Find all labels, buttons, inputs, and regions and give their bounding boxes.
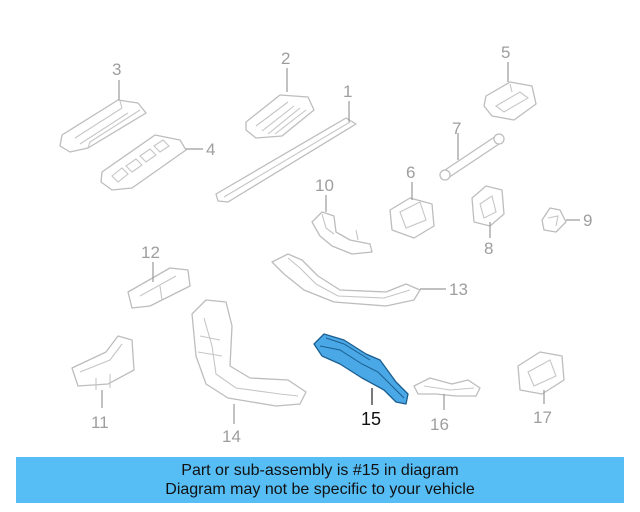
- part-10-duct-connector: [311, 211, 373, 255]
- callout-9: 9: [583, 211, 592, 230]
- part-6-small-vent: [389, 197, 435, 239]
- disclaimer-banner: Part or sub-assembly is #15 in diagram D…: [16, 457, 624, 503]
- callout-3: 3: [112, 60, 121, 79]
- part-7-tube: [439, 133, 505, 181]
- part-17-module: [517, 351, 565, 395]
- part-15-highlighted-duct: [313, 333, 409, 405]
- callout-13: 13: [449, 280, 468, 299]
- callout-2: 2: [281, 49, 290, 68]
- callout-1: 1: [343, 82, 352, 101]
- part-5-side-vent: [483, 81, 537, 121]
- banner-line-1: Part or sub-assembly is #15 in diagram: [181, 462, 459, 479]
- callout-11: 11: [91, 413, 109, 432]
- callout-10: 10: [315, 176, 334, 195]
- callout-12: 12: [141, 243, 160, 262]
- banner-line-2: Diagram may not be specific to your vehi…: [165, 481, 475, 498]
- part-4-center-vent: [100, 134, 187, 191]
- callout-15: 15: [361, 409, 381, 429]
- part-9-clip: [541, 207, 567, 233]
- part-14-floor-duct: [191, 299, 307, 407]
- part-3-vent-housing: [59, 99, 147, 153]
- part-2-vent: [245, 94, 315, 139]
- part-11-lower-duct: [71, 335, 135, 390]
- callout-8: 8: [484, 239, 493, 258]
- part-1-defroster-strip: [215, 117, 357, 203]
- part-12-bracket: [127, 267, 191, 309]
- part-13-rear-duct: [271, 253, 421, 307]
- callout-17: 17: [533, 408, 552, 427]
- callout-5: 5: [501, 43, 510, 62]
- callout-4: 4: [206, 140, 215, 159]
- callout-6: 6: [406, 163, 415, 182]
- part-16-small-duct: [413, 377, 481, 397]
- callout-14: 14: [222, 427, 241, 446]
- callout-16: 16: [430, 415, 449, 434]
- part-8-bracket: [471, 185, 505, 227]
- callout-7: 7: [452, 119, 461, 138]
